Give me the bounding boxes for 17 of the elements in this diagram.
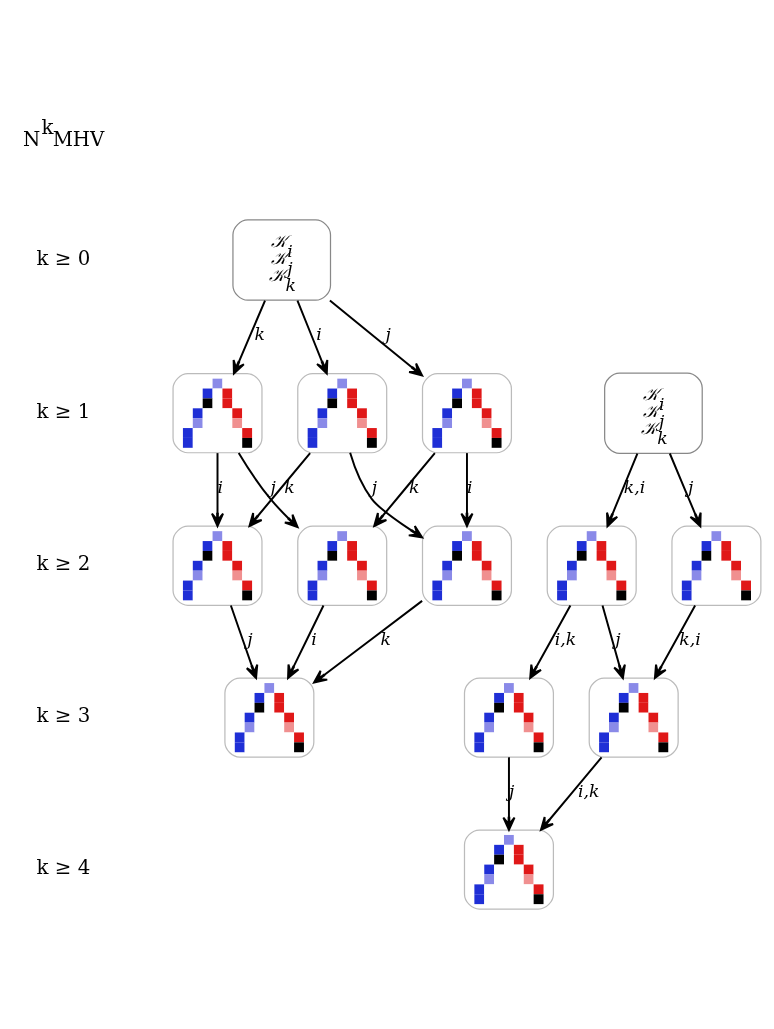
edge-label: i <box>466 477 473 498</box>
edge-label: i <box>316 324 322 344</box>
edge-label: k,i <box>623 477 646 498</box>
edge-label: k <box>284 477 295 498</box>
edge-label: i <box>217 477 224 498</box>
label: k ≥ 3 <box>36 704 91 728</box>
edge-label: i,k <box>578 780 600 801</box>
edge-label: k <box>254 324 266 344</box>
label: k ≥ 2 <box>36 552 91 576</box>
edge-label: k <box>380 629 391 650</box>
edge-label: i,k <box>554 629 577 650</box>
edge-label: i <box>311 629 317 650</box>
edge-label: k <box>408 477 420 498</box>
label: k ≥ 1 <box>36 399 91 423</box>
label: k ≥ 0 <box>36 246 91 270</box>
edge-label: k,i <box>679 629 701 650</box>
label: k ≥ 4 <box>36 856 91 880</box>
